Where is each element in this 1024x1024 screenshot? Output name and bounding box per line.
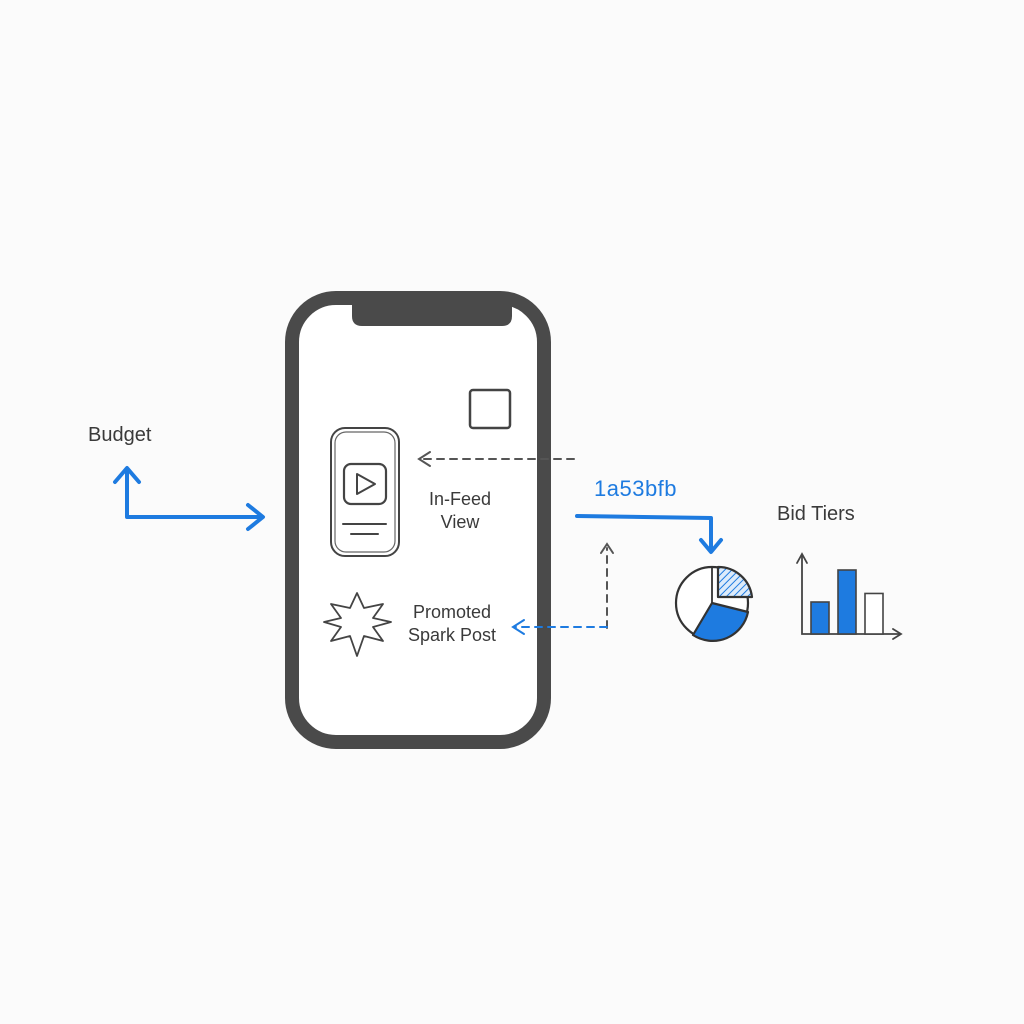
video-card-icon [330, 427, 400, 557]
bid-tiers-label: Bid Tiers [777, 503, 855, 525]
dashed-arrow-to-infeed [417, 451, 575, 467]
budget-label: Budget [88, 424, 152, 446]
square-outline-icon [468, 388, 512, 430]
starburst-icon [323, 592, 392, 657]
promoted-label-line2: Spark Post [407, 624, 497, 645]
in-feed-label-line2: View [440, 511, 480, 532]
in-feed-label-line1: In-Feed [428, 489, 492, 509]
pie-chart-icon [674, 565, 754, 642]
dashed-return-arrow [511, 542, 614, 635]
bar-3 [864, 592, 884, 635]
bar-1 [810, 601, 830, 635]
code-to-pie-arrow [575, 514, 723, 554]
budget-arrow [113, 466, 265, 531]
in-feed-view-label: In-Feed View [400, 488, 520, 533]
promoted-spark-post-label: Promoted Spark Post [400, 601, 504, 646]
bar-2 [837, 569, 857, 635]
play-icon [342, 462, 388, 506]
phone-icon [285, 291, 551, 749]
code-label: 1a53bfb [594, 476, 678, 501]
promoted-label-line1: Promoted [412, 602, 492, 622]
bar-chart-bars [810, 569, 884, 635]
